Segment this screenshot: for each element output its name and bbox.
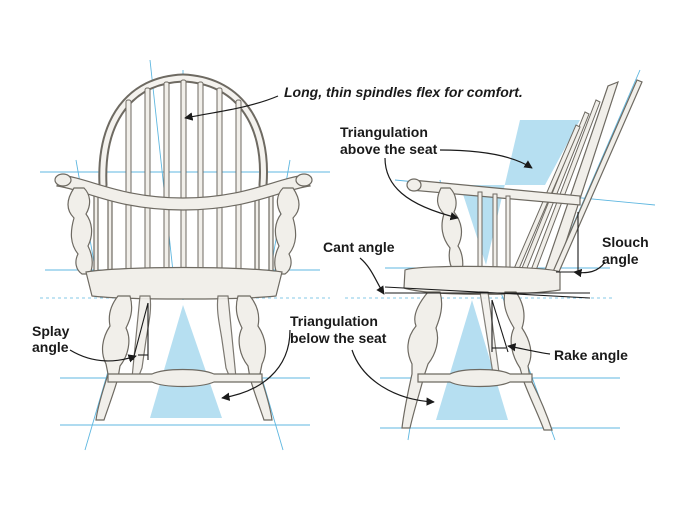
splay-angle-label-line2: angle	[32, 339, 69, 355]
front-stretcher	[108, 370, 262, 387]
back-spindles	[126, 80, 241, 275]
splay-angle-label-line1: Splay	[32, 323, 70, 339]
rear-right-leg	[217, 296, 236, 378]
front-left-leg	[96, 296, 132, 420]
rake-angle-label: Rake angle	[554, 347, 628, 363]
side-front-leg	[402, 292, 442, 428]
triangulation-below-label-line2: below the seat	[290, 330, 387, 346]
slouch-angle-label-line2: angle	[602, 251, 639, 267]
front-right-leg	[236, 296, 272, 420]
side-seat	[404, 266, 560, 294]
cant-leader	[360, 258, 384, 294]
spindles-label: Long, thin spindles flex for comfort.	[284, 84, 523, 100]
right-arm-post	[275, 188, 299, 274]
left-spindle-axis	[150, 60, 175, 290]
front-seat	[86, 268, 282, 300]
triangulation-below-label-line1: Triangulation	[290, 313, 378, 329]
side-stretcher	[418, 370, 532, 387]
triangulation-above-label-line2: above the seat	[340, 141, 438, 157]
triangulation-above-label-line1: Triangulation	[340, 124, 428, 140]
side-rear-leg	[504, 292, 552, 430]
slouch-angle-label-line1: Slouch	[602, 234, 649, 250]
side-arm-post	[438, 188, 463, 272]
left-arm-post	[68, 188, 92, 274]
front-triangle-below-seat	[150, 305, 222, 418]
slouch-leader	[574, 262, 605, 273]
cant-angle-label: Cant angle	[323, 239, 395, 255]
